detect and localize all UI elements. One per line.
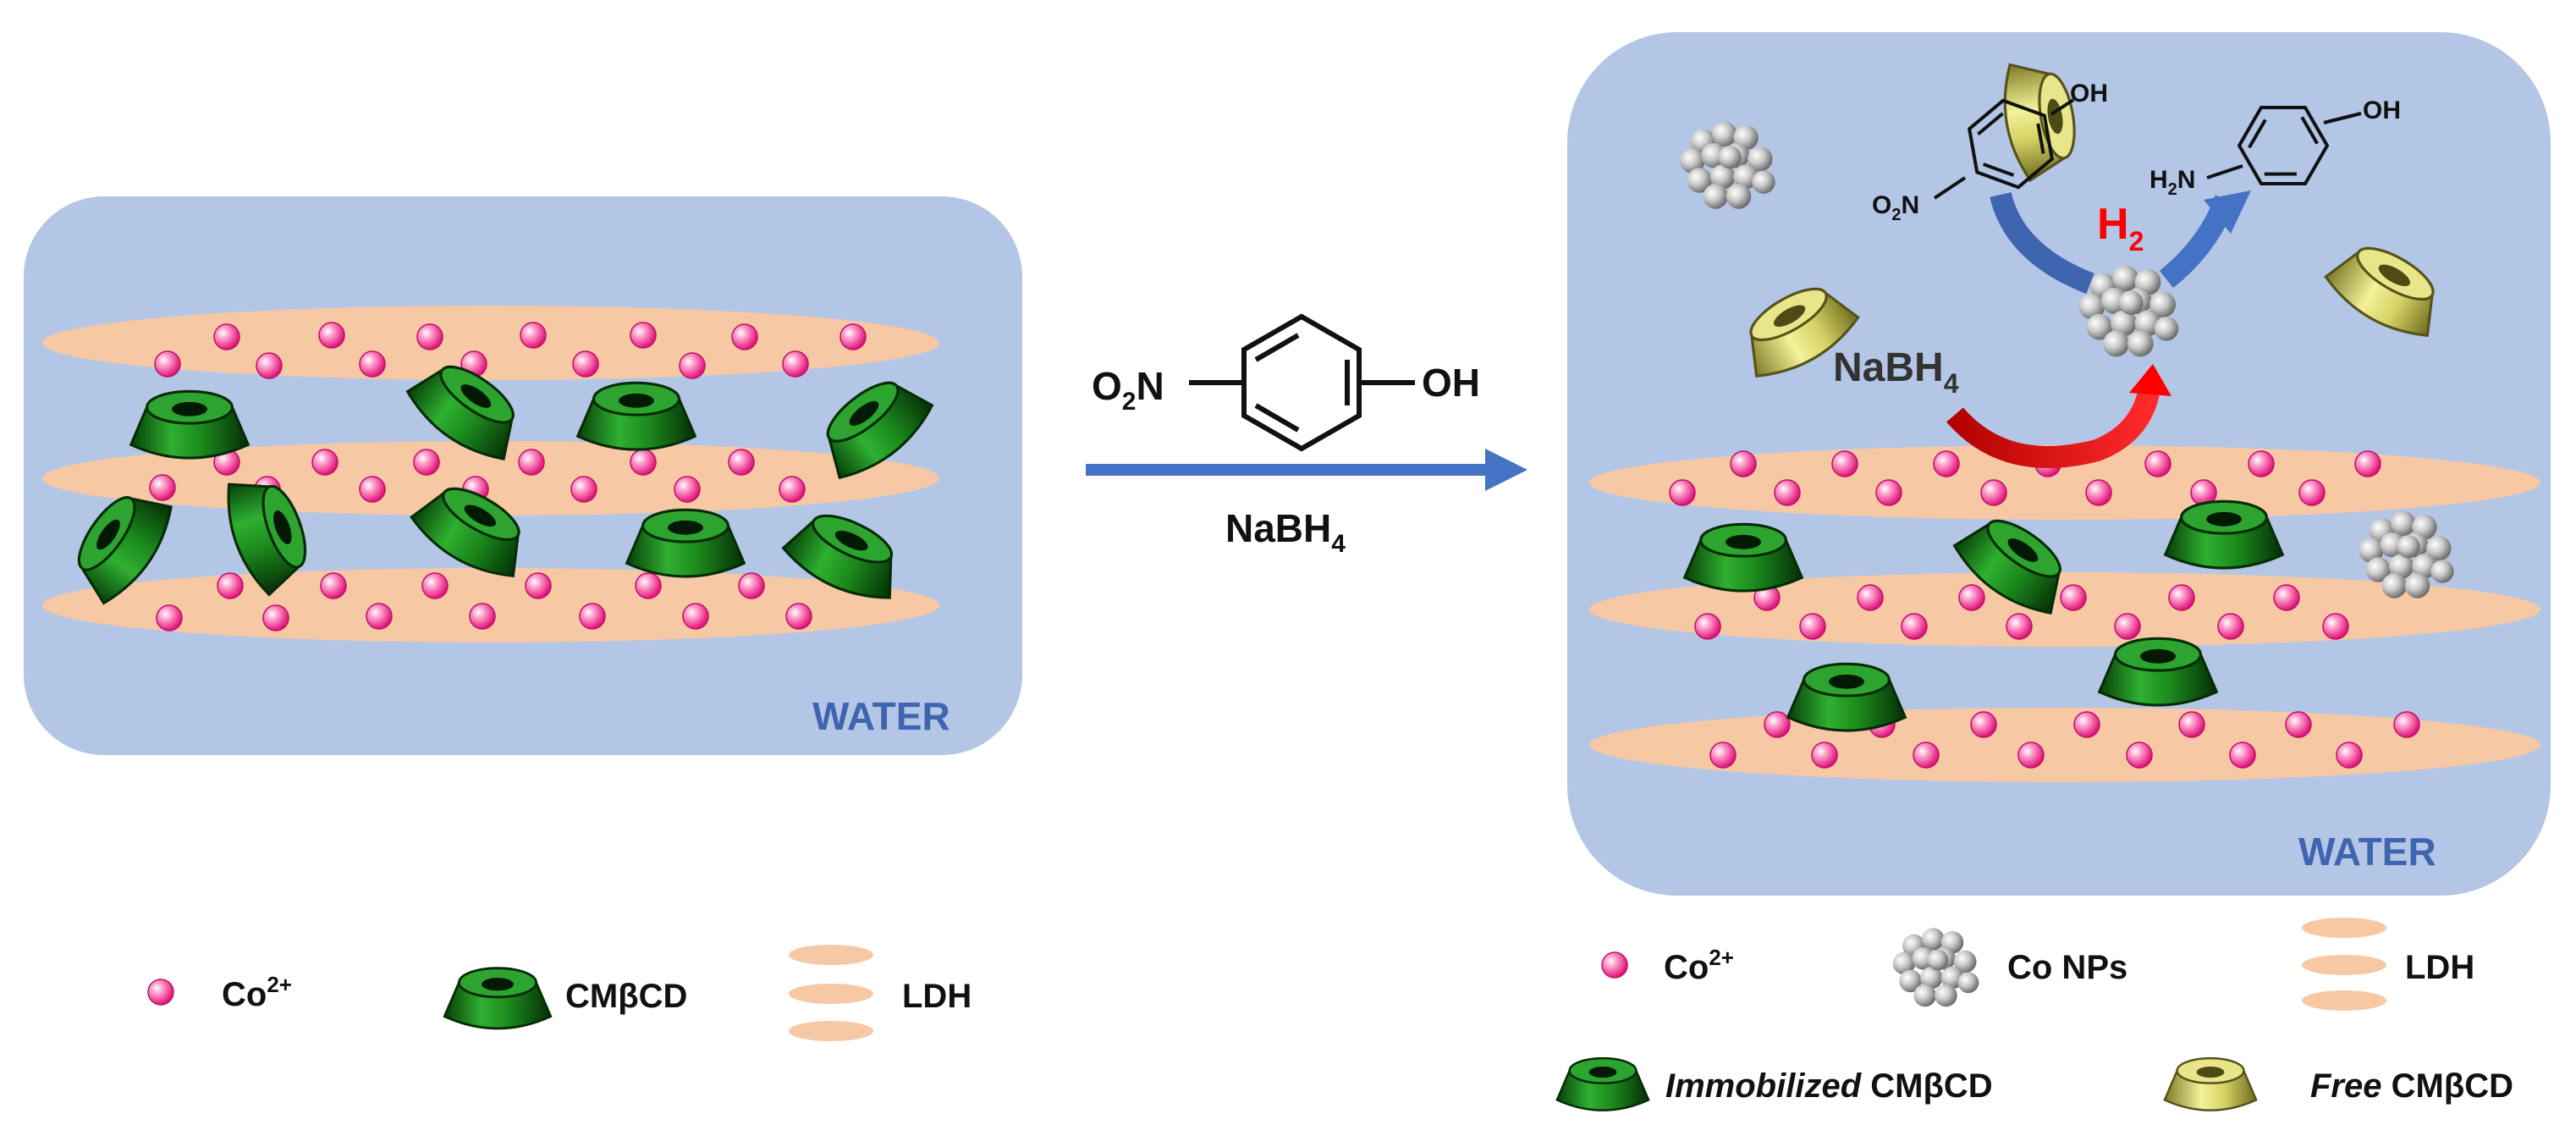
right-water-panel: O2N OH H2N OH H2 NaBH4 WATER [1567, 32, 2551, 896]
hydride-transfer-arrowhead [2129, 364, 2171, 396]
legend2-conp-symbol [1892, 928, 1979, 1007]
left-water-label: WATER [812, 694, 950, 738]
legend-cmbcd-symbol [443, 967, 553, 1030]
in-panel-right-hydroxyl: OH [2363, 97, 2401, 124]
hydride-transfer-arrow [1946, 387, 2160, 468]
in-panel-nabh4: NaBH4 [1833, 345, 1959, 399]
legend-ldh-label: LDH [902, 978, 972, 1015]
reaction-scheme: O2N OH NaBH4 [1086, 317, 1527, 558]
nitrophenol-small-structure [1933, 91, 2075, 200]
legend-cmbcd-label: CMβCD [565, 978, 687, 1015]
reactant-nitro-group: O2N [1092, 364, 1164, 416]
in-panel-amine-group: H2N [2149, 166, 2195, 199]
reaction-arrow-head [1485, 449, 1527, 491]
left-legend: Co2+ CMβCD LDH [147, 945, 972, 1041]
legend2-ldh-symbol [2302, 918, 2386, 1011]
legend-ldh-symbol [789, 945, 873, 1041]
in-panel-reaction: O2N OH H2N OH H2 NaBH4 [1833, 80, 2401, 468]
p-nitrophenol-structure: O2N OH [1092, 317, 1480, 449]
reaction-reagent: NaBH4 [1225, 506, 1346, 558]
legend2-conp-label: Co NPs [2007, 949, 2127, 986]
in-panel-top-hydroxyl: OH [2070, 80, 2108, 108]
adsorption-arrow [1990, 191, 2094, 295]
legend-co-ion-label: Co2+ [222, 972, 292, 1013]
legend2-immobilized-label: Immobilized CMβCD [1665, 1067, 1993, 1105]
aminophenol-structure [2206, 86, 2362, 205]
in-panel-nitro-group: O2N [1872, 191, 1919, 224]
legend-co-ion-symbol [147, 979, 174, 1006]
right-water-label: WATER [2298, 830, 2436, 874]
legend2-co-ion-symbol [1601, 951, 1628, 979]
left-water-panel: WATER [24, 196, 1022, 755]
reactant-hydroxyl-group: OH [1422, 361, 1480, 405]
legend2-co-ion-label: Co2+ [1664, 945, 1734, 986]
legend2-ldh-label: LDH [2405, 949, 2474, 986]
legend2-free-symbol [2163, 1056, 2258, 1111]
desorption-arrowhead [2204, 190, 2251, 234]
legend2-free-label: Free CMβCD [2310, 1067, 2513, 1105]
legend2-immobilized-symbol [1555, 1056, 1650, 1111]
right-legend: Co2+ Co NPs LDH Immobilized CMβCD Free C… [1555, 918, 2513, 1111]
hydrogen-label: H2 [2097, 200, 2144, 256]
